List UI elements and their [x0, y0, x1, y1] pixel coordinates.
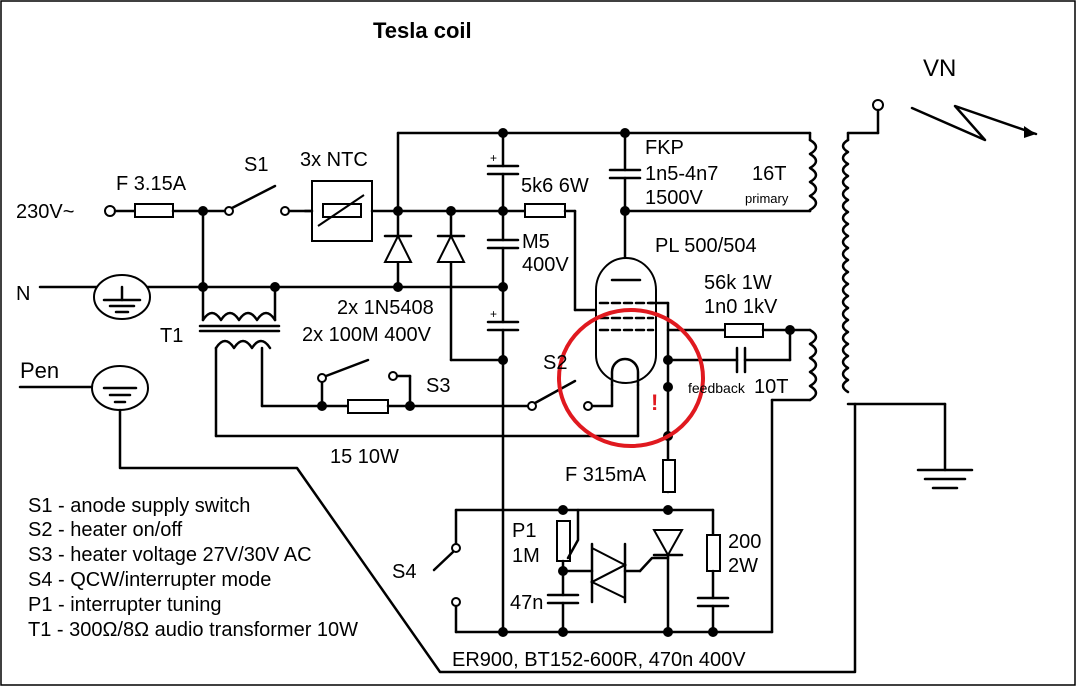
- resistor-56k: [724, 323, 764, 338]
- switch-s3: [324, 358, 370, 378]
- label-fkp-v: 1500V: [645, 187, 703, 209]
- legend-item: S4 - QCW/interrupter mode: [28, 569, 271, 591]
- label-p1: P1: [512, 520, 536, 542]
- label-feedback-turns: 10T: [754, 376, 788, 398]
- label-s1: S1: [244, 154, 268, 176]
- resistor-5k6: [524, 203, 607, 312]
- capacitor-stack: + +: [396, 128, 812, 634]
- label-ntc: 3x NTC: [300, 149, 368, 171]
- label-t1: T1: [160, 325, 183, 347]
- label-primary: primary: [745, 191, 789, 206]
- resistor-200: [706, 534, 721, 572]
- label-r200: 200: [728, 531, 761, 553]
- label-fkp-val: 1n5-4n7: [645, 163, 718, 185]
- label-r5k6: 5k6 6W: [521, 175, 589, 197]
- label-mains: 230V~: [16, 201, 74, 223]
- label-feedback: feedback: [688, 380, 746, 396]
- svg-text:+: +: [490, 307, 497, 321]
- label-c1n0: 1n0 1kV: [704, 296, 778, 318]
- legend-item: S1 - anode supply switch: [28, 495, 250, 517]
- legend-item: P1 - interrupter tuning: [28, 594, 221, 616]
- label-neutral: N: [16, 283, 30, 305]
- secondary-coil: [841, 99, 1038, 490]
- legend-item: T1 - 300Ω/8Ω audio transformer 10W: [28, 619, 358, 641]
- label-s4: S4: [392, 561, 416, 583]
- legend-item: S3 - heater voltage 27V/30V AC: [28, 544, 312, 566]
- resistor-15: [347, 399, 389, 414]
- label-c47n: 47n: [510, 592, 543, 614]
- label-cap-m5: M5: [522, 231, 550, 253]
- label-pen: Pen: [20, 358, 59, 383]
- pen-earth: [18, 365, 857, 674]
- label-s2: S2: [543, 352, 567, 374]
- highlight-circle: [557, 308, 705, 448]
- label-r200-w: 2W: [728, 555, 758, 577]
- label-r15: 15 10W: [330, 446, 399, 468]
- ntc-thermistor: [303, 180, 527, 242]
- legend: S1 - anode supply switch S2 - heater on/…: [28, 495, 358, 641]
- label-fuse-main: F 3.15A: [116, 173, 187, 195]
- switch-s1: [230, 184, 277, 210]
- transformer-t1: [198, 209, 281, 438]
- label-s3: S3: [426, 375, 450, 397]
- interrupter-block: [432, 458, 774, 637]
- label-bottom-note: ER900, BT152-600R, 470n 400V: [452, 649, 746, 671]
- mains-input: [104, 184, 314, 218]
- label-vn: VN: [923, 55, 956, 82]
- tube-pl500: [595, 257, 673, 462]
- label-warning: !: [651, 390, 658, 415]
- diodes-1n5408: [383, 131, 505, 362]
- potentiometer-p1: [556, 520, 571, 562]
- fuse-main: [134, 203, 174, 218]
- primary-coil: [808, 131, 818, 213]
- feedback-network: [666, 323, 818, 634]
- label-r56k: 56k 1W: [704, 272, 772, 294]
- switch-s4: [432, 550, 455, 572]
- heater-circuit: [214, 358, 640, 438]
- svg-text:+: +: [490, 151, 497, 165]
- label-primary-turns: 16T: [752, 163, 786, 185]
- label-fkp: FKP: [645, 137, 684, 159]
- label-p1-val: 1M: [512, 545, 540, 567]
- label-cap-400v: 400V: [522, 254, 569, 276]
- label-fuse-315: F 315mA: [565, 464, 647, 486]
- fuse-315ma: [662, 459, 676, 493]
- title: Tesla coil: [373, 18, 472, 43]
- neutral-line: [38, 274, 508, 320]
- label-diodes: 2x 1N5408: [337, 297, 434, 319]
- legend-item: S2 - heater on/off: [28, 519, 183, 541]
- spark-icon: [910, 104, 1038, 142]
- label-resistors-100m: 2x 100M 400V: [302, 324, 432, 346]
- switch-s2: [533, 379, 577, 405]
- label-tube: PL 500/504: [655, 235, 757, 257]
